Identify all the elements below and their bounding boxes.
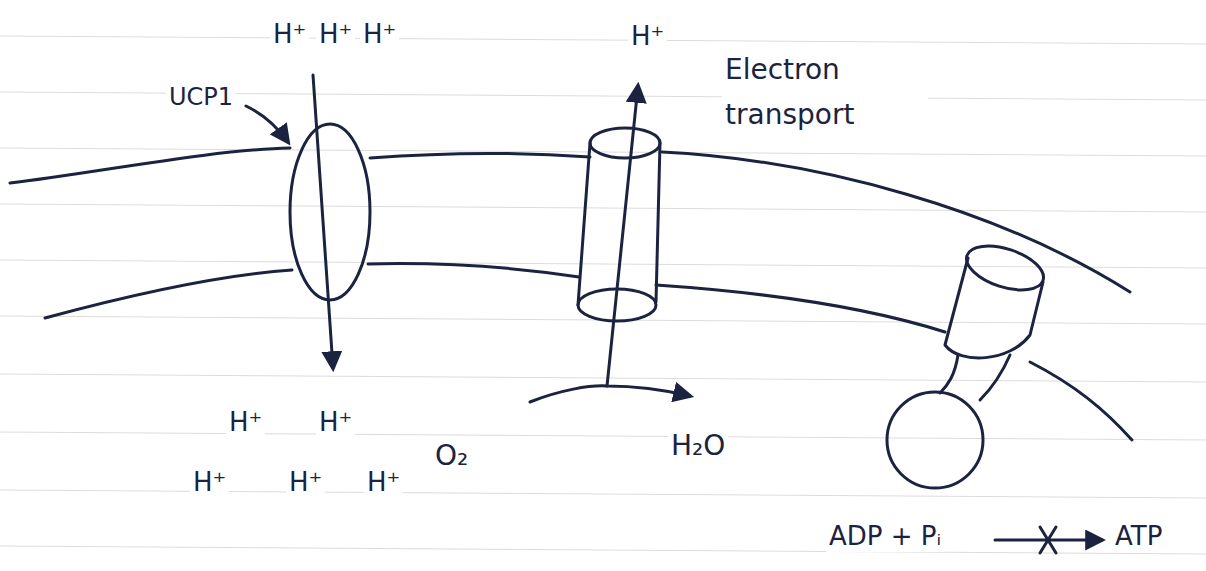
proton-label: H⁺ (226, 408, 265, 438)
proton-label: H⁺ (628, 22, 667, 52)
inner-membrane-line (656, 285, 945, 332)
inner-membrane-line (1030, 362, 1132, 440)
inner-membrane-line (45, 270, 292, 318)
proton-label: H⁺ (364, 468, 403, 498)
proton-pump-arrow (607, 86, 638, 386)
atp-synthase-body (945, 258, 1043, 358)
proton-label: H⁺ (316, 408, 355, 438)
proton-label: H⁺ (360, 20, 399, 50)
outer-membrane-line (10, 148, 290, 183)
ucp1-protein (290, 124, 370, 300)
reaction-substrate: ADP + Pᵢ (826, 522, 944, 552)
complex-name: Electron transport (722, 48, 928, 138)
leader-arrow (246, 106, 288, 142)
atp-synthase-head (887, 392, 983, 488)
outer-membrane-line (662, 152, 1130, 292)
etc-complex-top (590, 128, 660, 158)
proton-flow-arrow (313, 75, 333, 368)
oxygen-reduction-arrow (530, 386, 690, 402)
reaction-product: ATP (1112, 522, 1165, 552)
proton-label: H⁺ (190, 468, 229, 498)
proton-label: H⁺ (286, 468, 325, 498)
molecule-label: O₂ (432, 440, 471, 472)
molecule-label: H₂O (668, 430, 728, 462)
ruled-lines (0, 36, 1206, 554)
block-cross (1040, 527, 1056, 553)
outer-membrane-line (370, 153, 590, 158)
proton-label: H⁺ (270, 20, 309, 50)
atp-synthase-top (961, 238, 1049, 299)
protein-name: UCP1 (166, 84, 236, 112)
proton-label: H⁺ (316, 20, 355, 50)
inner-membrane-line (368, 264, 579, 277)
